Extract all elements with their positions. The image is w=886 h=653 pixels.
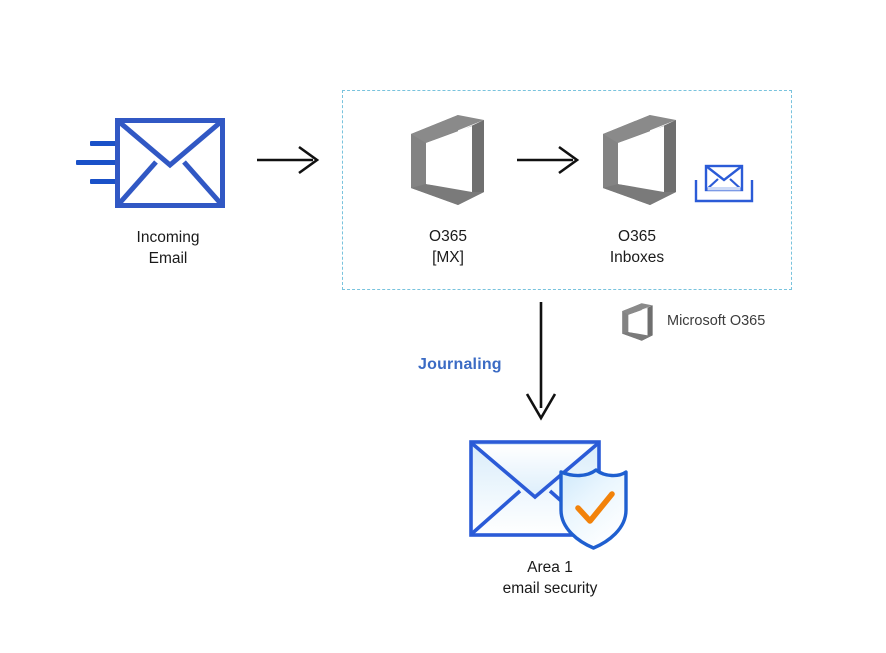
o365-mx-label: O365 [MX] xyxy=(429,228,467,266)
legend-office-365-icon xyxy=(620,302,656,342)
speed-lines-icon xyxy=(76,138,122,192)
incoming-email-label: Incoming Email xyxy=(136,229,200,267)
arrow-mx-to-inboxes xyxy=(515,142,585,178)
o365-boundary-box xyxy=(342,90,792,290)
o365-inboxes-office-365-icon xyxy=(598,112,684,208)
inbox-tray-envelope-icon xyxy=(694,163,754,205)
o365-mx-office-365-icon xyxy=(406,112,492,208)
arrow-inboxes-to-area1 xyxy=(518,300,564,422)
journaling-edge-label: Journaling xyxy=(418,356,502,373)
legend-label-microsoft-o365: Microsoft O365 xyxy=(667,313,766,329)
o365-inboxes-label: O365 Inboxes xyxy=(609,228,665,266)
area1-shielded-envelope-icon xyxy=(468,432,630,550)
arrow-incoming-to-mx xyxy=(255,142,325,178)
incoming-email-envelope-icon xyxy=(115,118,225,208)
area1-label: Area 1 email security xyxy=(502,559,598,597)
